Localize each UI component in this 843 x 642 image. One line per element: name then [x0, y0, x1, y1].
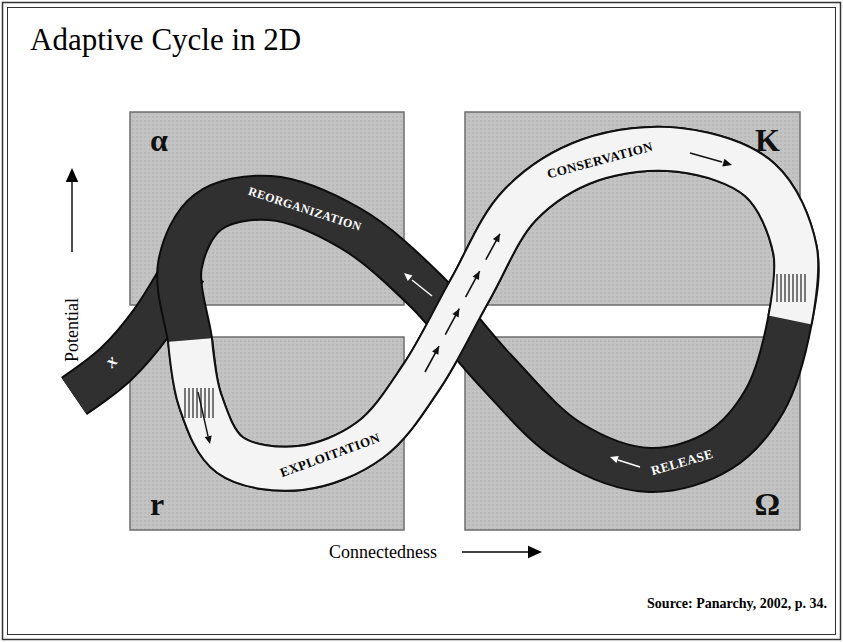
- inner-frame: [8, 8, 836, 635]
- diagram-title: Adaptive Cycle in 2D: [30, 24, 301, 55]
- phase-symbol: r: [150, 488, 164, 520]
- transition-hatch: [804, 274, 805, 302]
- axis-arrow: [71, 182, 72, 252]
- release-band-edge: [179, 149, 797, 470]
- flow-arrowhead: [610, 456, 619, 463]
- flow-arrowhead: [493, 234, 500, 243]
- transition-hatch: [792, 274, 793, 302]
- axis-label: Potential: [63, 298, 81, 362]
- flow-arrow: [425, 346, 439, 372]
- transition-hatch: [776, 274, 777, 302]
- arrow-layer: [66, 153, 732, 558]
- quadrant-box: α: [130, 112, 404, 305]
- ribbon-layer: [74, 149, 805, 470]
- phase-symbol: α: [150, 124, 168, 156]
- quadrant-box: Ω: [465, 337, 800, 530]
- flow-arrowhead: [205, 435, 212, 444]
- transition-hatch: [184, 388, 185, 418]
- source-caption: Source: Panarchy, 2002, p. 34.: [647, 597, 827, 611]
- transition-hatch: [188, 388, 189, 418]
- transition-hatch: [780, 274, 781, 302]
- axis-arrowhead: [528, 546, 542, 559]
- axis-label: Connectedness: [329, 543, 437, 561]
- phase-symbol: Ω: [754, 488, 780, 520]
- flow-arrow: [618, 460, 640, 467]
- quadrant-box: r: [130, 337, 404, 530]
- transition-hatch: [784, 274, 785, 302]
- flow-arrowhead: [432, 346, 439, 355]
- release-band: [179, 149, 797, 470]
- flow-arrow: [690, 153, 722, 162]
- transition-hatch: [788, 274, 789, 302]
- transition-hatch: [208, 388, 209, 418]
- flow-arrowhead: [404, 273, 412, 281]
- quadrant-box: K: [465, 112, 800, 305]
- phase-symbol: K: [755, 124, 780, 156]
- transition-hatch: [800, 274, 801, 302]
- flow-arrowhead: [722, 159, 732, 167]
- transition-hatch: [204, 388, 205, 418]
- outer-frame: [3, 3, 841, 640]
- transition-hatch: [212, 388, 213, 418]
- exploitation-band-edge: [190, 149, 796, 469]
- flow-arrow: [445, 309, 459, 335]
- transition-hatch: [796, 274, 797, 302]
- quadrant-layer: [130, 112, 800, 530]
- axis-arrow: [462, 551, 528, 552]
- axis-arrowhead: [66, 168, 79, 182]
- flow-arrowhead: [473, 271, 480, 280]
- flow-arrow: [466, 271, 480, 297]
- flow-arrowhead: [452, 309, 459, 318]
- flow-arrow: [412, 280, 432, 296]
- exploitation-band: [190, 149, 796, 469]
- transition-hatch: [192, 388, 193, 418]
- flow-arrow: [486, 234, 500, 260]
- flow-arrow: [198, 392, 208, 436]
